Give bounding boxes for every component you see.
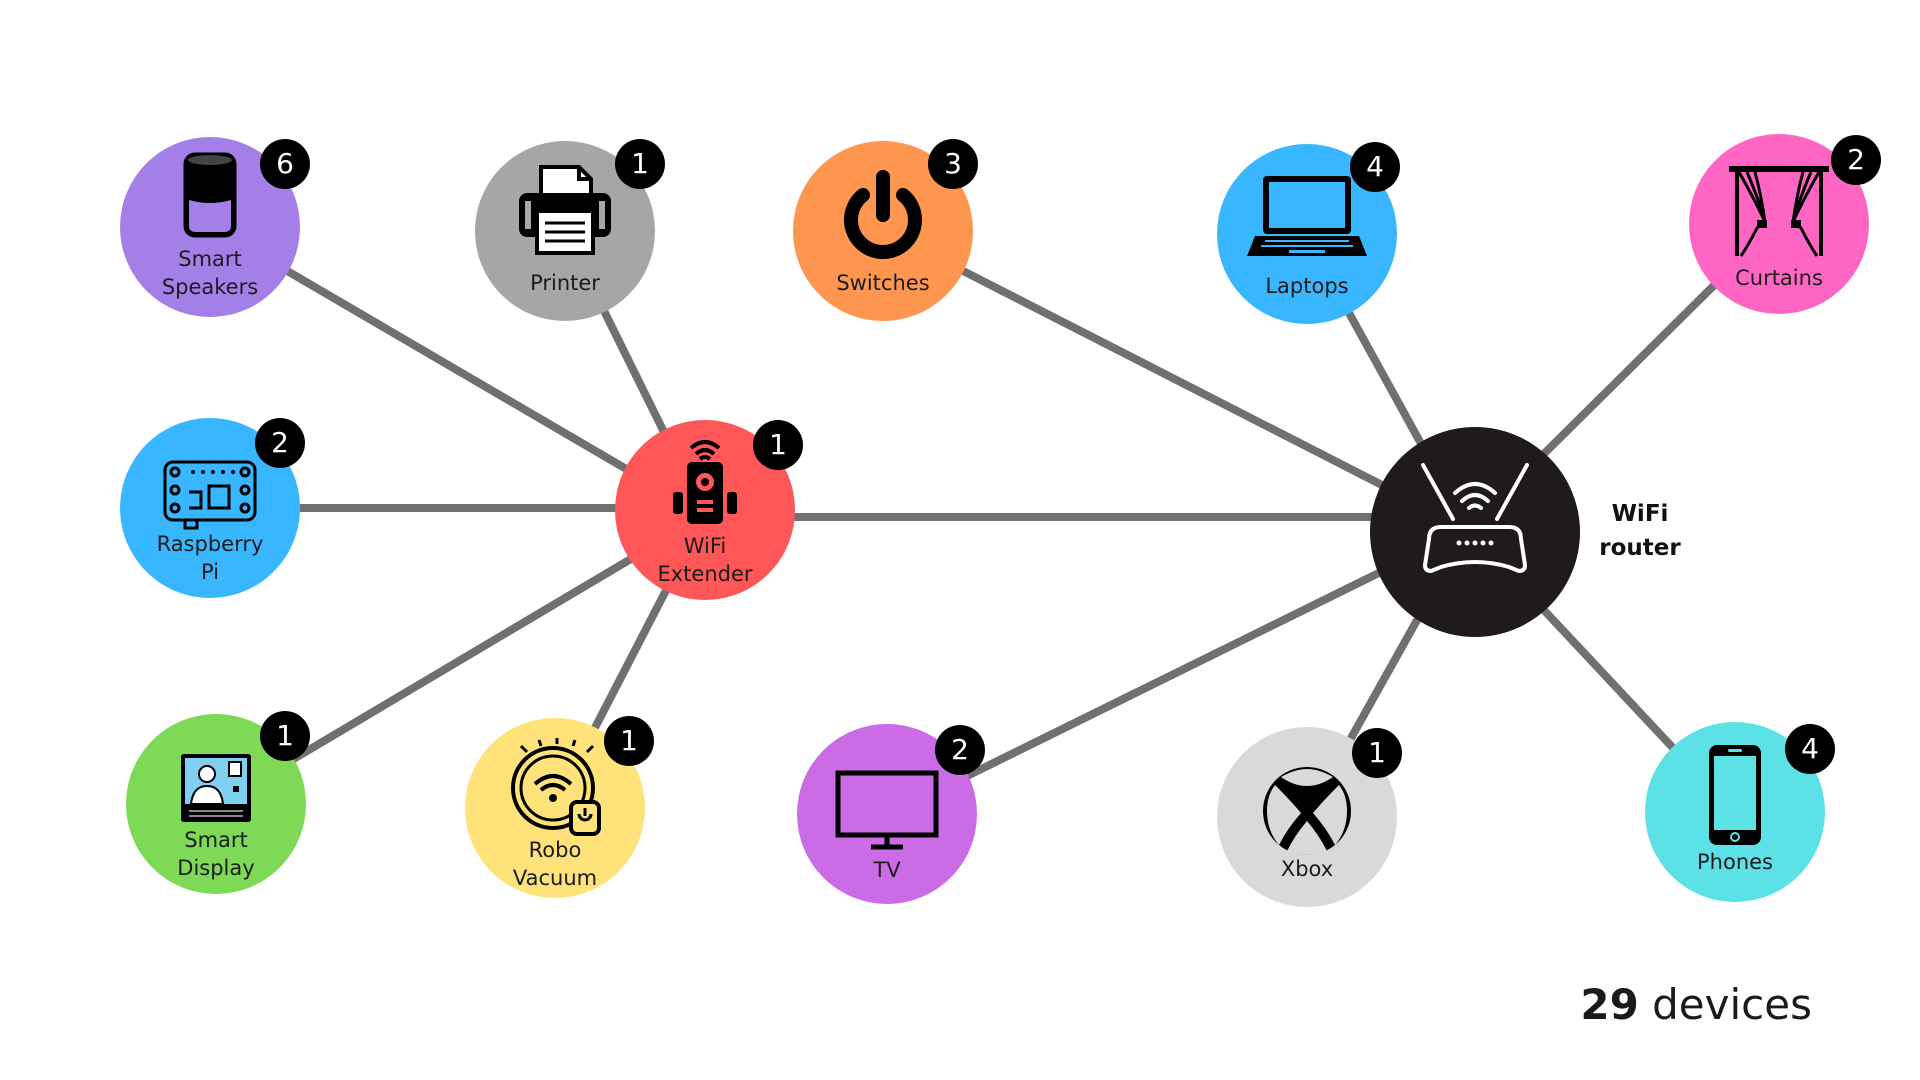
tv-count-badge: 2 [935, 725, 985, 775]
device-total-number: 29 [1580, 980, 1639, 1029]
node-smart-speakers[interactable]: Smart Speakers 6 [120, 137, 310, 317]
smart-display-icon [181, 754, 251, 822]
xbox-label: Xbox [1280, 857, 1334, 881]
wifi-extender-count-badge: 1 [753, 420, 803, 470]
wifi-extender-icon [673, 440, 737, 524]
node-smart-display[interactable]: Smart Display 1 [126, 711, 310, 894]
printer-label: Printer [530, 271, 600, 295]
node-wifi-router[interactable] [1370, 427, 1580, 637]
node-switches[interactable]: Switches 3 [793, 139, 978, 321]
node-robo-vacuum[interactable]: Robo Vacuum 1 [465, 716, 654, 898]
robo-vacuum-label: Robo Vacuum [512, 838, 598, 890]
device-total-unit: devices [1638, 980, 1812, 1029]
phones-label: Phones [1697, 850, 1773, 874]
wifi-extender-label: WiFi Extender [657, 534, 753, 586]
robot-vacuum-icon [511, 738, 601, 836]
laptops-label: Laptops [1265, 274, 1349, 298]
xbox-count-badge: 1 [1352, 728, 1402, 778]
node-phones[interactable]: Phones 4 [1645, 722, 1835, 902]
curtains-count-badge: 2 [1831, 135, 1881, 185]
circuit-board-icon [163, 460, 257, 530]
switches-count-badge: 3 [928, 139, 978, 189]
printer-icon [519, 165, 611, 255]
switches-label: Switches [836, 271, 930, 295]
laptop-icon [1247, 176, 1367, 256]
edge-switches-router [881, 226, 1470, 533]
smart-display-label: Smart Display [177, 828, 255, 880]
device-total: 29 devices [1580, 980, 1812, 1029]
curtains-icon [1729, 166, 1829, 257]
smart-speaker-icon [183, 152, 237, 238]
wifi-router-label: WiFi router [1599, 501, 1681, 561]
power-icon [844, 170, 922, 259]
edge-tv-router [886, 525, 1470, 819]
node-curtains[interactable]: Curtains 2 [1689, 134, 1881, 314]
smart-display-count-badge: 1 [260, 711, 310, 761]
smart-speakers-count-badge: 6 [260, 139, 310, 189]
smart-speakers-label: Smart Speakers [161, 247, 259, 299]
node-laptops[interactable]: Laptops 4 [1217, 142, 1400, 324]
laptops-count-badge: 4 [1350, 142, 1400, 192]
raspberry-pi-label: Raspberry Pi [156, 532, 264, 584]
phones-count-badge: 4 [1785, 724, 1835, 774]
phone-icon [1709, 745, 1761, 845]
curtains-label: Curtains [1735, 266, 1823, 290]
tv-icon [835, 770, 939, 850]
raspberry-pi-count-badge: 2 [255, 418, 305, 468]
edge-speakers-extender [209, 223, 708, 519]
node-raspberry-pi[interactable]: Raspberry Pi 2 [120, 418, 305, 598]
xbox-icon [1263, 767, 1351, 855]
node-wifi-extender[interactable]: WiFi Extender 1 [615, 420, 803, 600]
node-xbox[interactable]: Xbox 1 [1217, 727, 1402, 907]
printer-count-badge: 1 [615, 139, 665, 189]
robo-vacuum-count-badge: 1 [604, 716, 654, 766]
node-printer[interactable]: Printer 1 [475, 139, 665, 321]
router-icon [1421, 463, 1529, 574]
tv-label: TV [873, 858, 901, 882]
node-tv[interactable]: TV 2 [797, 724, 985, 904]
